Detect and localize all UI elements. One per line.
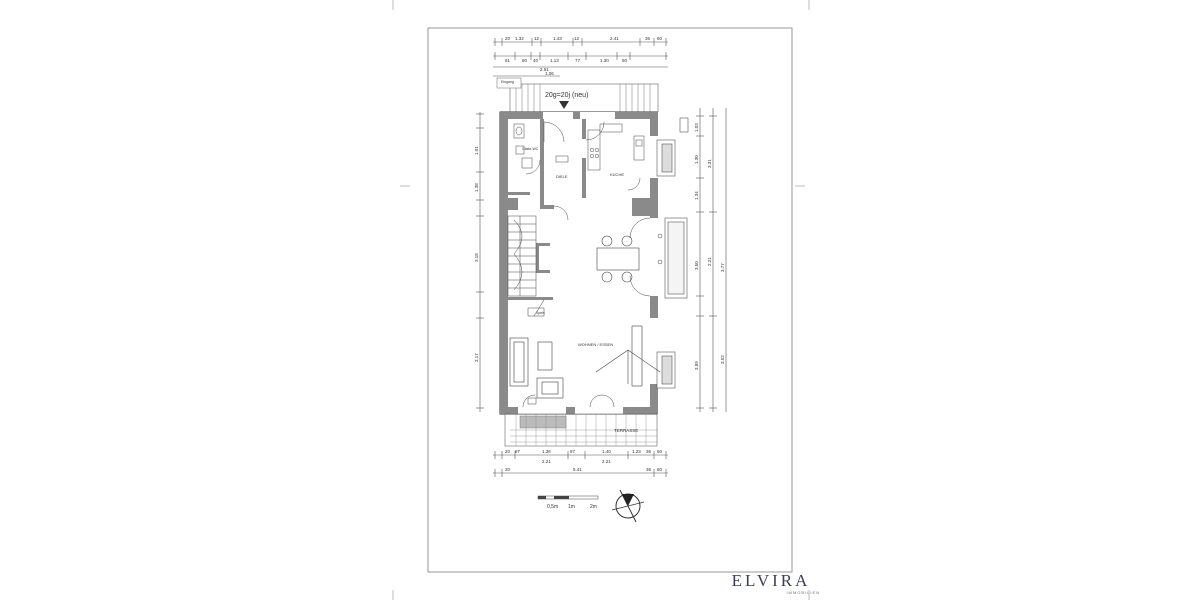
dim-top-4: 1.43 (553, 36, 562, 41)
interior-walls (508, 119, 650, 300)
dim-right-3: 3.31 (707, 159, 712, 168)
dim-left-2: 1.38 (474, 183, 479, 192)
dim-bottom-10: 2.21 (602, 459, 611, 464)
dim-top-14: 1.30 (600, 58, 609, 63)
top-dimension-lines (493, 38, 668, 77)
dim-bottom-5: 1.40 (602, 449, 611, 454)
bottom-dimension-lines (493, 451, 668, 477)
dim-bottom-7: 36 (646, 449, 652, 454)
dim-top-15: 50 (622, 58, 628, 63)
balcony-doors (629, 217, 663, 297)
dim-bottom-11: 20 (505, 467, 511, 472)
dim-right-2: 1.30 (694, 155, 699, 164)
dim-bottom-9: 2.21 (542, 459, 551, 464)
dim-right-5: 3.50 (694, 261, 699, 270)
entrance-area (496, 77, 659, 113)
dim-top-11: 40 (533, 58, 539, 63)
left-dimension-lines (476, 112, 484, 412)
dim-top-7: 36 (645, 36, 651, 41)
kitchen-fixtures (585, 121, 645, 191)
left-dimension-texts: 1.01 1.38 3.18 3.17 (474, 146, 479, 362)
dim-left-1: 1.01 (474, 146, 479, 155)
bottom-dimension-texts: 20 87 1.36 87 1.40 1.23 36 60 2.21 2.21 … (505, 449, 663, 472)
right-dimension-lines (696, 108, 727, 412)
dim-right-8: 3.89 (694, 361, 699, 370)
dim-top-12: 1.13 (550, 58, 559, 63)
dining-table (596, 235, 640, 283)
wc-fixtures (513, 123, 533, 169)
dim-bottom-2: 87 (515, 449, 521, 454)
dim-bottom-12: 5.41 (573, 467, 582, 472)
entrance-label: 20g=20j (neu) (545, 92, 588, 99)
dim-left-3: 3.18 (474, 253, 479, 262)
terrace-doors (522, 394, 615, 408)
terrace-area (504, 413, 658, 447)
dim-top-5: 12 (574, 36, 580, 41)
dim-bottom-13: 36 (646, 467, 652, 472)
dim-bottom-1: 20 (505, 449, 511, 454)
staircase (507, 215, 537, 297)
dim-bottom-3: 1.36 (542, 449, 551, 454)
hall-doors (525, 121, 569, 221)
north-arrow-icon (611, 489, 645, 523)
scale-label-2: 1m (568, 504, 575, 510)
bay-windows (656, 117, 689, 389)
dim-bottom-6: 1.23 (632, 449, 641, 454)
dim-top-9: 81 (505, 58, 511, 63)
dim-top-1: 20 (505, 36, 511, 41)
dim-bottom-8: 60 (657, 449, 663, 454)
brand-logo: ELVIRA (731, 571, 811, 590)
dim-top-13: 77 (575, 58, 581, 63)
dim-top-8: 60 (657, 36, 663, 41)
dim-right-4: 1.34 (694, 191, 699, 200)
dim-right-9: 3.52 (720, 355, 725, 364)
room-label-hall: DIELE (556, 174, 568, 179)
sheet-frame (427, 27, 793, 573)
dim-top-10: 60 (522, 58, 528, 63)
dim-top-17: 1.06 (545, 71, 554, 76)
dim-top-6: 2.41 (610, 36, 619, 41)
scale-label-1: 0,5m (547, 504, 558, 510)
storage-fixtures (527, 299, 545, 317)
room-label-kitchen: KÜCHE (610, 172, 624, 177)
dim-right-7: 3.77 (720, 263, 725, 272)
exterior-walls (499, 111, 658, 415)
dim-right-6: 2.21 (707, 257, 712, 266)
dim-bottom-14: 60 (657, 467, 663, 472)
entrance-arrow-icon (559, 101, 569, 109)
right-dimension-texts: 1.03 1.30 3.31 1.34 3.50 2.21 3.77 3.89 … (694, 123, 725, 370)
dim-left-4: 3.17 (474, 353, 479, 362)
dim-top-2: 1.32 (515, 36, 524, 41)
entrance-small-label: Eingang (501, 80, 514, 84)
brand-subtitle: IMMOBILIEN (786, 590, 820, 595)
dim-top-16: 2.51 (540, 67, 549, 72)
room-label-bath: Gäste-WC (522, 147, 539, 151)
room-label-living: WOHNEN / ESSEN (578, 342, 613, 347)
crop-marks (392, 0, 810, 600)
dim-top-3: 12 (534, 36, 540, 41)
living-furniture (509, 325, 661, 399)
scale-label-3: 2m (590, 504, 597, 510)
dim-bottom-4: 87 (570, 449, 576, 454)
room-label-terrace: TERRASSE (614, 428, 638, 433)
dim-right-1: 1.03 (694, 123, 699, 132)
top-dimension-texts: 20 1.32 12 1.43 12 2.41 36 60 81 60 40 1… (505, 36, 663, 76)
scale-bar (537, 495, 599, 500)
room-label-storage: Speis (536, 311, 545, 315)
